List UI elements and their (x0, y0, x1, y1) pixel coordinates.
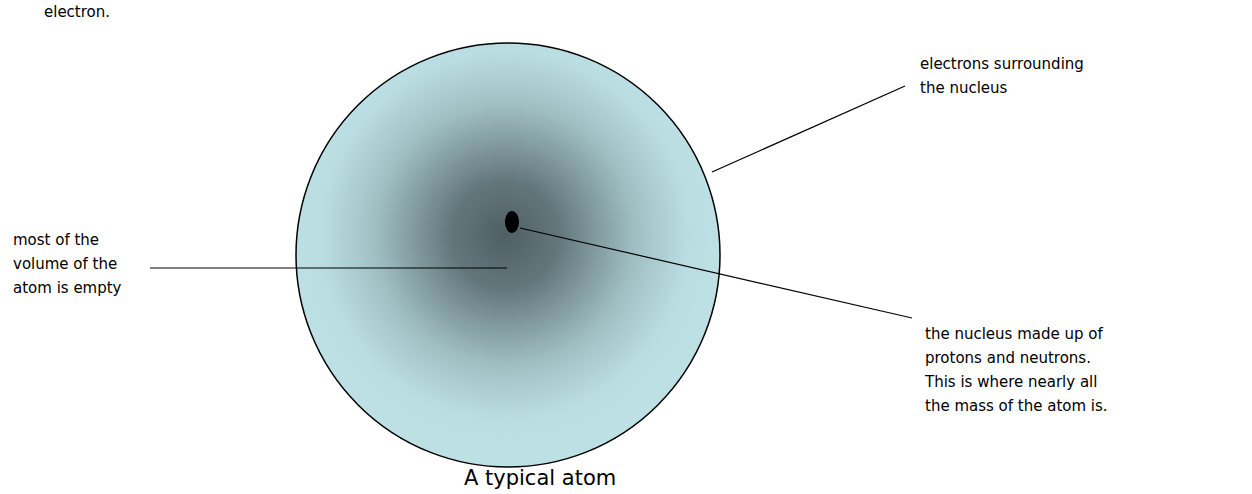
electron-label: electrons surrounding the nucleus (920, 52, 1105, 100)
electron-cloud (296, 43, 720, 467)
leader-line (150, 267, 507, 268)
caption: A typical atom (464, 465, 616, 491)
leader-line (712, 86, 905, 172)
intro-text: electron. (44, 0, 164, 24)
nucleus (505, 211, 519, 233)
volume-label: most of the volume of the atom is empty (13, 228, 135, 300)
leader-line (520, 228, 912, 318)
nucleus-label: the nucleus made up of protons and neutr… (925, 322, 1125, 418)
